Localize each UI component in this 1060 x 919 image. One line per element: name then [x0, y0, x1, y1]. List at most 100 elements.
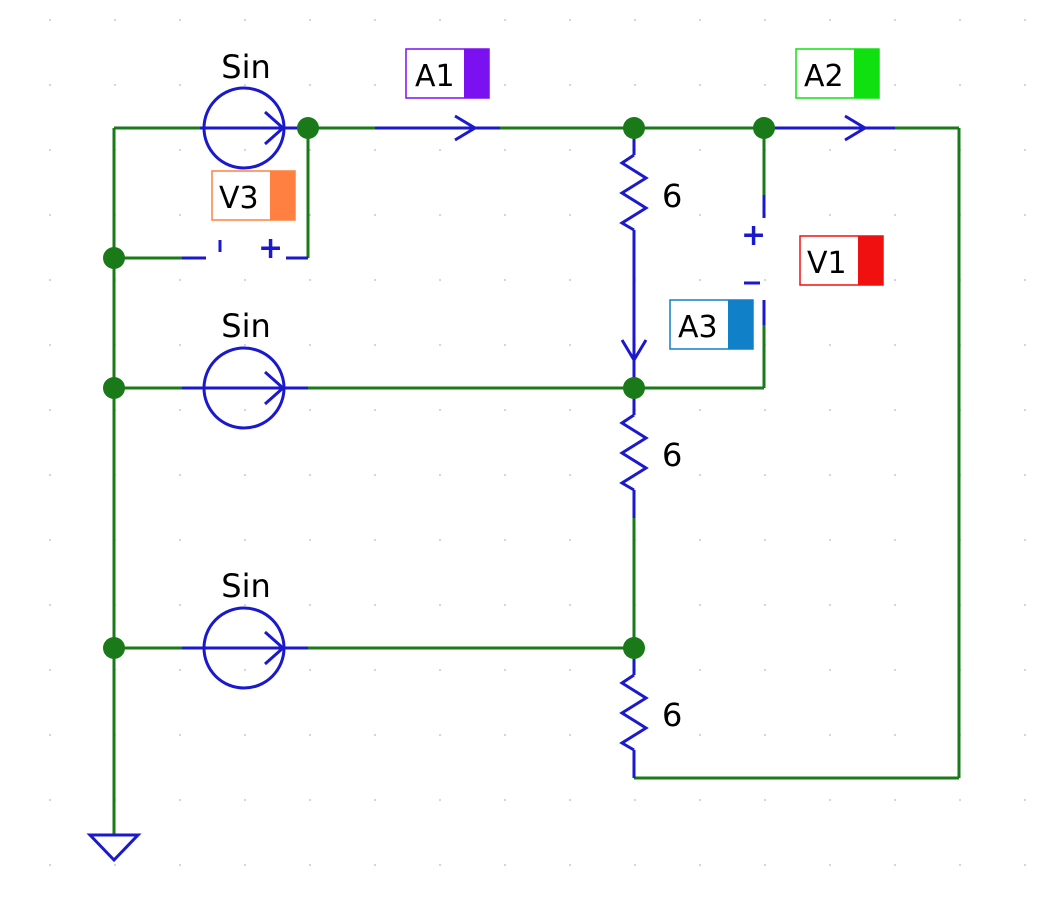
grid-dot — [699, 669, 701, 671]
grid-dot — [1024, 279, 1026, 281]
ammeter-a3-arrow[interactable] — [620, 339, 648, 363]
current-source-2[interactable] — [182, 346, 308, 430]
grid-dot — [764, 604, 766, 606]
grid-dot — [439, 344, 441, 346]
grid-dot — [569, 344, 571, 346]
grid-dot — [179, 19, 181, 21]
grid-dot — [49, 214, 51, 216]
grid-dot — [244, 279, 246, 281]
grid-dot — [504, 214, 506, 216]
resistor-3[interactable] — [619, 648, 649, 778]
meter-a1-label[interactable]: A1 — [405, 48, 490, 99]
grid-dot — [569, 409, 571, 411]
grid-dot — [764, 474, 766, 476]
grid-dot — [894, 669, 896, 671]
grid-dot — [49, 84, 51, 86]
node — [297, 117, 319, 139]
grid-dot — [829, 669, 831, 671]
grid-dot — [699, 84, 701, 86]
grid-dot — [504, 734, 506, 736]
grid-dot — [309, 19, 311, 21]
grid-dot — [894, 149, 896, 151]
meter-v1-label[interactable]: V1 — [799, 235, 884, 286]
grid-dot — [894, 474, 896, 476]
grid-dot — [374, 539, 376, 541]
grid-dot — [1024, 539, 1026, 541]
grid-dot — [634, 19, 636, 21]
grid-dot — [114, 84, 116, 86]
grid-dot — [634, 84, 636, 86]
grid-dot — [764, 734, 766, 736]
grid-dot — [244, 19, 246, 21]
grid-dot — [244, 799, 246, 801]
meter-a1-text: A1 — [415, 59, 455, 94]
grid-dot — [439, 604, 441, 606]
grid-dot — [829, 214, 831, 216]
grid-dot — [1024, 474, 1026, 476]
meter-v1-swatch — [858, 236, 883, 285]
grid-dot — [829, 864, 831, 866]
grid-dot — [1024, 409, 1026, 411]
ammeter-a2-arrow[interactable] — [775, 114, 895, 142]
current-source-3[interactable] — [182, 606, 308, 690]
meter-v3-label[interactable]: V3 — [211, 170, 296, 221]
grid-dot — [764, 279, 766, 281]
grid-dot — [439, 669, 441, 671]
grid-dot — [959, 799, 961, 801]
grid-dot — [1024, 669, 1026, 671]
grid-dot — [634, 864, 636, 866]
grid-dot — [49, 604, 51, 606]
source-3-label: Sin — [221, 567, 270, 605]
v3-plus-sign: + — [258, 231, 283, 266]
grid-dot — [829, 474, 831, 476]
grid-dot — [894, 604, 896, 606]
grid-dot — [49, 344, 51, 346]
meter-a2-text: A2 — [804, 59, 844, 94]
grid-dot — [1024, 799, 1026, 801]
grid-dot — [504, 604, 506, 606]
grid-dot — [764, 19, 766, 21]
grid-dot — [894, 279, 896, 281]
grid-dot — [504, 19, 506, 21]
ground-symbol — [86, 833, 142, 863]
grid-dot — [309, 84, 311, 86]
grid-dot — [634, 799, 636, 801]
grid-dot — [764, 84, 766, 86]
resistor-2[interactable] — [619, 388, 649, 518]
node — [623, 377, 645, 399]
grid-dot — [829, 409, 831, 411]
grid-dot — [829, 799, 831, 801]
meter-a2-label[interactable]: A2 — [795, 48, 880, 99]
voltmeter-v3-probe[interactable] — [182, 240, 308, 260]
grid-dot — [374, 604, 376, 606]
grid-dot — [959, 864, 961, 866]
grid-dot — [699, 214, 701, 216]
grid-dot — [959, 19, 961, 21]
grid-dot — [439, 799, 441, 801]
source-1-label: Sin — [221, 48, 270, 86]
grid-dot — [179, 669, 181, 671]
grid-dot — [504, 149, 506, 151]
grid-dot — [49, 19, 51, 21]
ammeter-a1-arrow[interactable] — [375, 114, 500, 142]
grid-dot — [699, 279, 701, 281]
grid-dot — [829, 604, 831, 606]
grid-dot — [49, 279, 51, 281]
grid-dot — [179, 149, 181, 151]
grid-dot — [49, 669, 51, 671]
grid-dot — [1024, 604, 1026, 606]
grid-dot — [244, 474, 246, 476]
grid-dot — [49, 149, 51, 151]
grid-dot — [114, 864, 116, 866]
grid-dot — [829, 149, 831, 151]
grid-dot — [179, 344, 181, 346]
grid-dot — [439, 474, 441, 476]
meter-a3-label[interactable]: A3 — [669, 299, 754, 350]
grid-dot — [49, 409, 51, 411]
grid-dot — [374, 799, 376, 801]
grid-dot — [374, 279, 376, 281]
grid-dot — [1024, 214, 1026, 216]
current-source-1[interactable] — [200, 86, 308, 170]
resistor-1[interactable] — [619, 128, 649, 388]
grid-dot — [179, 474, 181, 476]
